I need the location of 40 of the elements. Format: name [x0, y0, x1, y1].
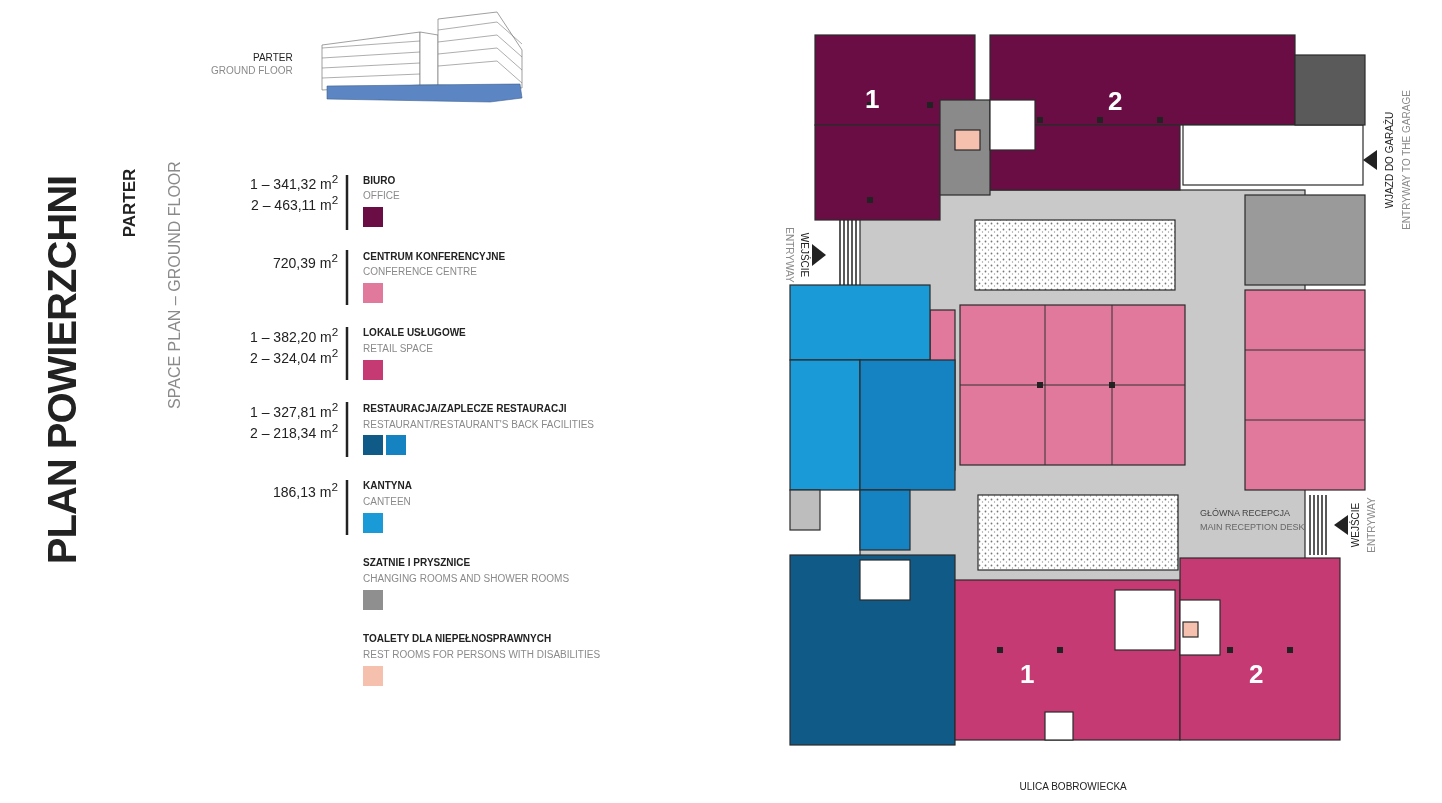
- entrance-label: WEJŚCIE: [798, 232, 810, 278]
- entrance-label: ENTRYWAY TO THE GARAGE: [1401, 90, 1413, 230]
- legend-label: KANTYNA: [363, 480, 412, 492]
- room-label: MAIN RECEPTION DESK: [1200, 522, 1305, 533]
- unit-number: 2: [1249, 660, 1264, 690]
- legend-subtext: REST ROOMS FOR PERSONS WITH DISABILITIES: [363, 649, 601, 661]
- subtitle: SPACE PLAN – GROUND FLOOR: [165, 161, 184, 409]
- legend-label: BIURO: [363, 175, 396, 187]
- legend-label: SZATNIE I PRYSZNICE: [363, 557, 471, 569]
- legend-subtext: OFFICE: [363, 190, 400, 202]
- area-value: 186,13 m$^{2}$: [273, 480, 338, 500]
- entrance-label: WEJŚCIE: [1350, 502, 1362, 548]
- area-value: 1 – 382,20 m$^{2}$: [250, 325, 339, 345]
- entrance-label: ENTRYWAY: [783, 227, 795, 283]
- legend-label: LOKALE USŁUGOWE: [363, 327, 466, 339]
- subtitle: PARTER: [120, 168, 140, 238]
- entrance-label: ENTRYWAY: [1366, 497, 1378, 553]
- area-value: 2 – 324,04 m$^{2}$: [250, 346, 339, 366]
- entrance-label: WJAZD DO GARAŻU: [1384, 111, 1396, 209]
- legend-subtext: CHANGING ROOMS AND SHOWER ROOMS: [363, 573, 570, 585]
- floor-label: GROUND FLOOR: [211, 65, 293, 77]
- title: PLAN POWIERZCHNI: [39, 175, 85, 565]
- area-value: 1 – 327,81 m$^{2}$: [250, 400, 339, 420]
- area-value: 2 – 218,34 m$^{2}$: [250, 421, 339, 441]
- area-value: 2 – 463,11 m$^{2}$: [251, 193, 339, 213]
- area-value: 1 – 341,32 m$^{2}$: [250, 172, 339, 192]
- legend-subtext: CONFERENCE CENTRE: [363, 266, 477, 278]
- area-value: 720,39 m$^{2}$: [273, 251, 338, 271]
- legend-label: RESTAURACJA/ZAPLECZE RESTAURACJI: [363, 403, 567, 415]
- street-label: ULICA BOBROWIECKA: [1019, 781, 1127, 793]
- room-label: GŁÓWNA RECEPCJA: [1200, 508, 1291, 519]
- floor-label: PARTER: [253, 52, 293, 64]
- legend-subtext: CANTEEN: [363, 496, 411, 508]
- legend-subtext: RETAIL SPACE: [363, 343, 433, 355]
- legend-label: TOALETY DLA NIEPEŁNOSPRAWNYCH: [363, 633, 552, 645]
- legend-subtext: RESTAURANT/RESTAURANT'S BACK FACILITIES: [363, 419, 595, 431]
- unit-number: 1: [1020, 660, 1035, 690]
- legend-label: CENTRUM KONFERENCYJNE: [363, 251, 506, 263]
- unit-number: 1: [865, 85, 880, 115]
- unit-number: 2: [1108, 87, 1123, 117]
